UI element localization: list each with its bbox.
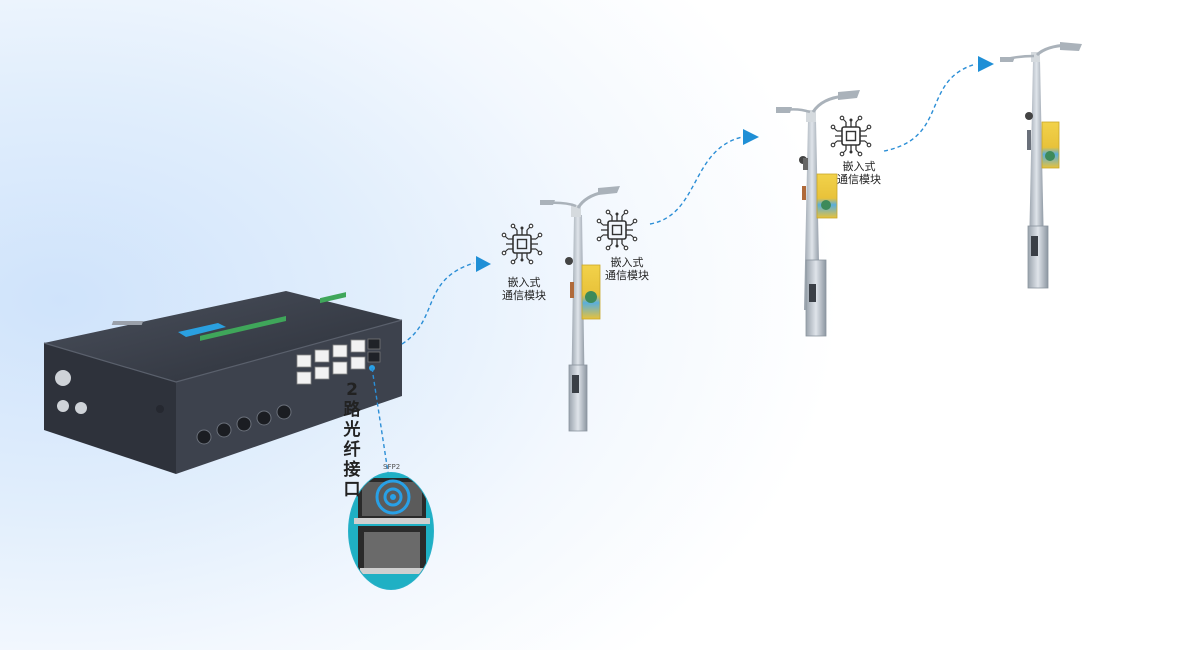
chip-icon — [501, 223, 543, 265]
edge-gateway-device — [43, 291, 403, 474]
module-label-line2: 通信模块 — [502, 289, 546, 302]
smart-pole — [540, 186, 620, 432]
fiber-port-zoom — [348, 367, 434, 590]
fiber-interface-label: 2路光纤接口 — [343, 380, 361, 500]
module-label-line1: 嵌入式 — [842, 160, 876, 173]
chip-icon — [596, 209, 638, 251]
module-label: 嵌入式 通信模块 — [489, 276, 559, 302]
smart-pole — [1000, 42, 1082, 289]
module-label-line1: 嵌入式 — [507, 276, 541, 289]
link-arrow — [743, 129, 759, 145]
ethernet-ports — [296, 339, 366, 385]
module-label-line2: 通信模块 — [605, 269, 649, 282]
smart-pole — [776, 90, 860, 337]
module-label-line1: 嵌入式 — [610, 256, 644, 269]
link-arrow — [476, 256, 491, 272]
sfp-port-tag: SFP2 — [383, 463, 401, 471]
link-arrow — [978, 56, 994, 72]
module-label: 嵌入式 通信模块 — [824, 160, 894, 186]
module-label: 嵌入式 通信模块 — [592, 256, 662, 282]
chip-icon — [830, 115, 872, 157]
module-label-line2: 通信模块 — [837, 173, 881, 186]
link-paths — [401, 63, 977, 345]
